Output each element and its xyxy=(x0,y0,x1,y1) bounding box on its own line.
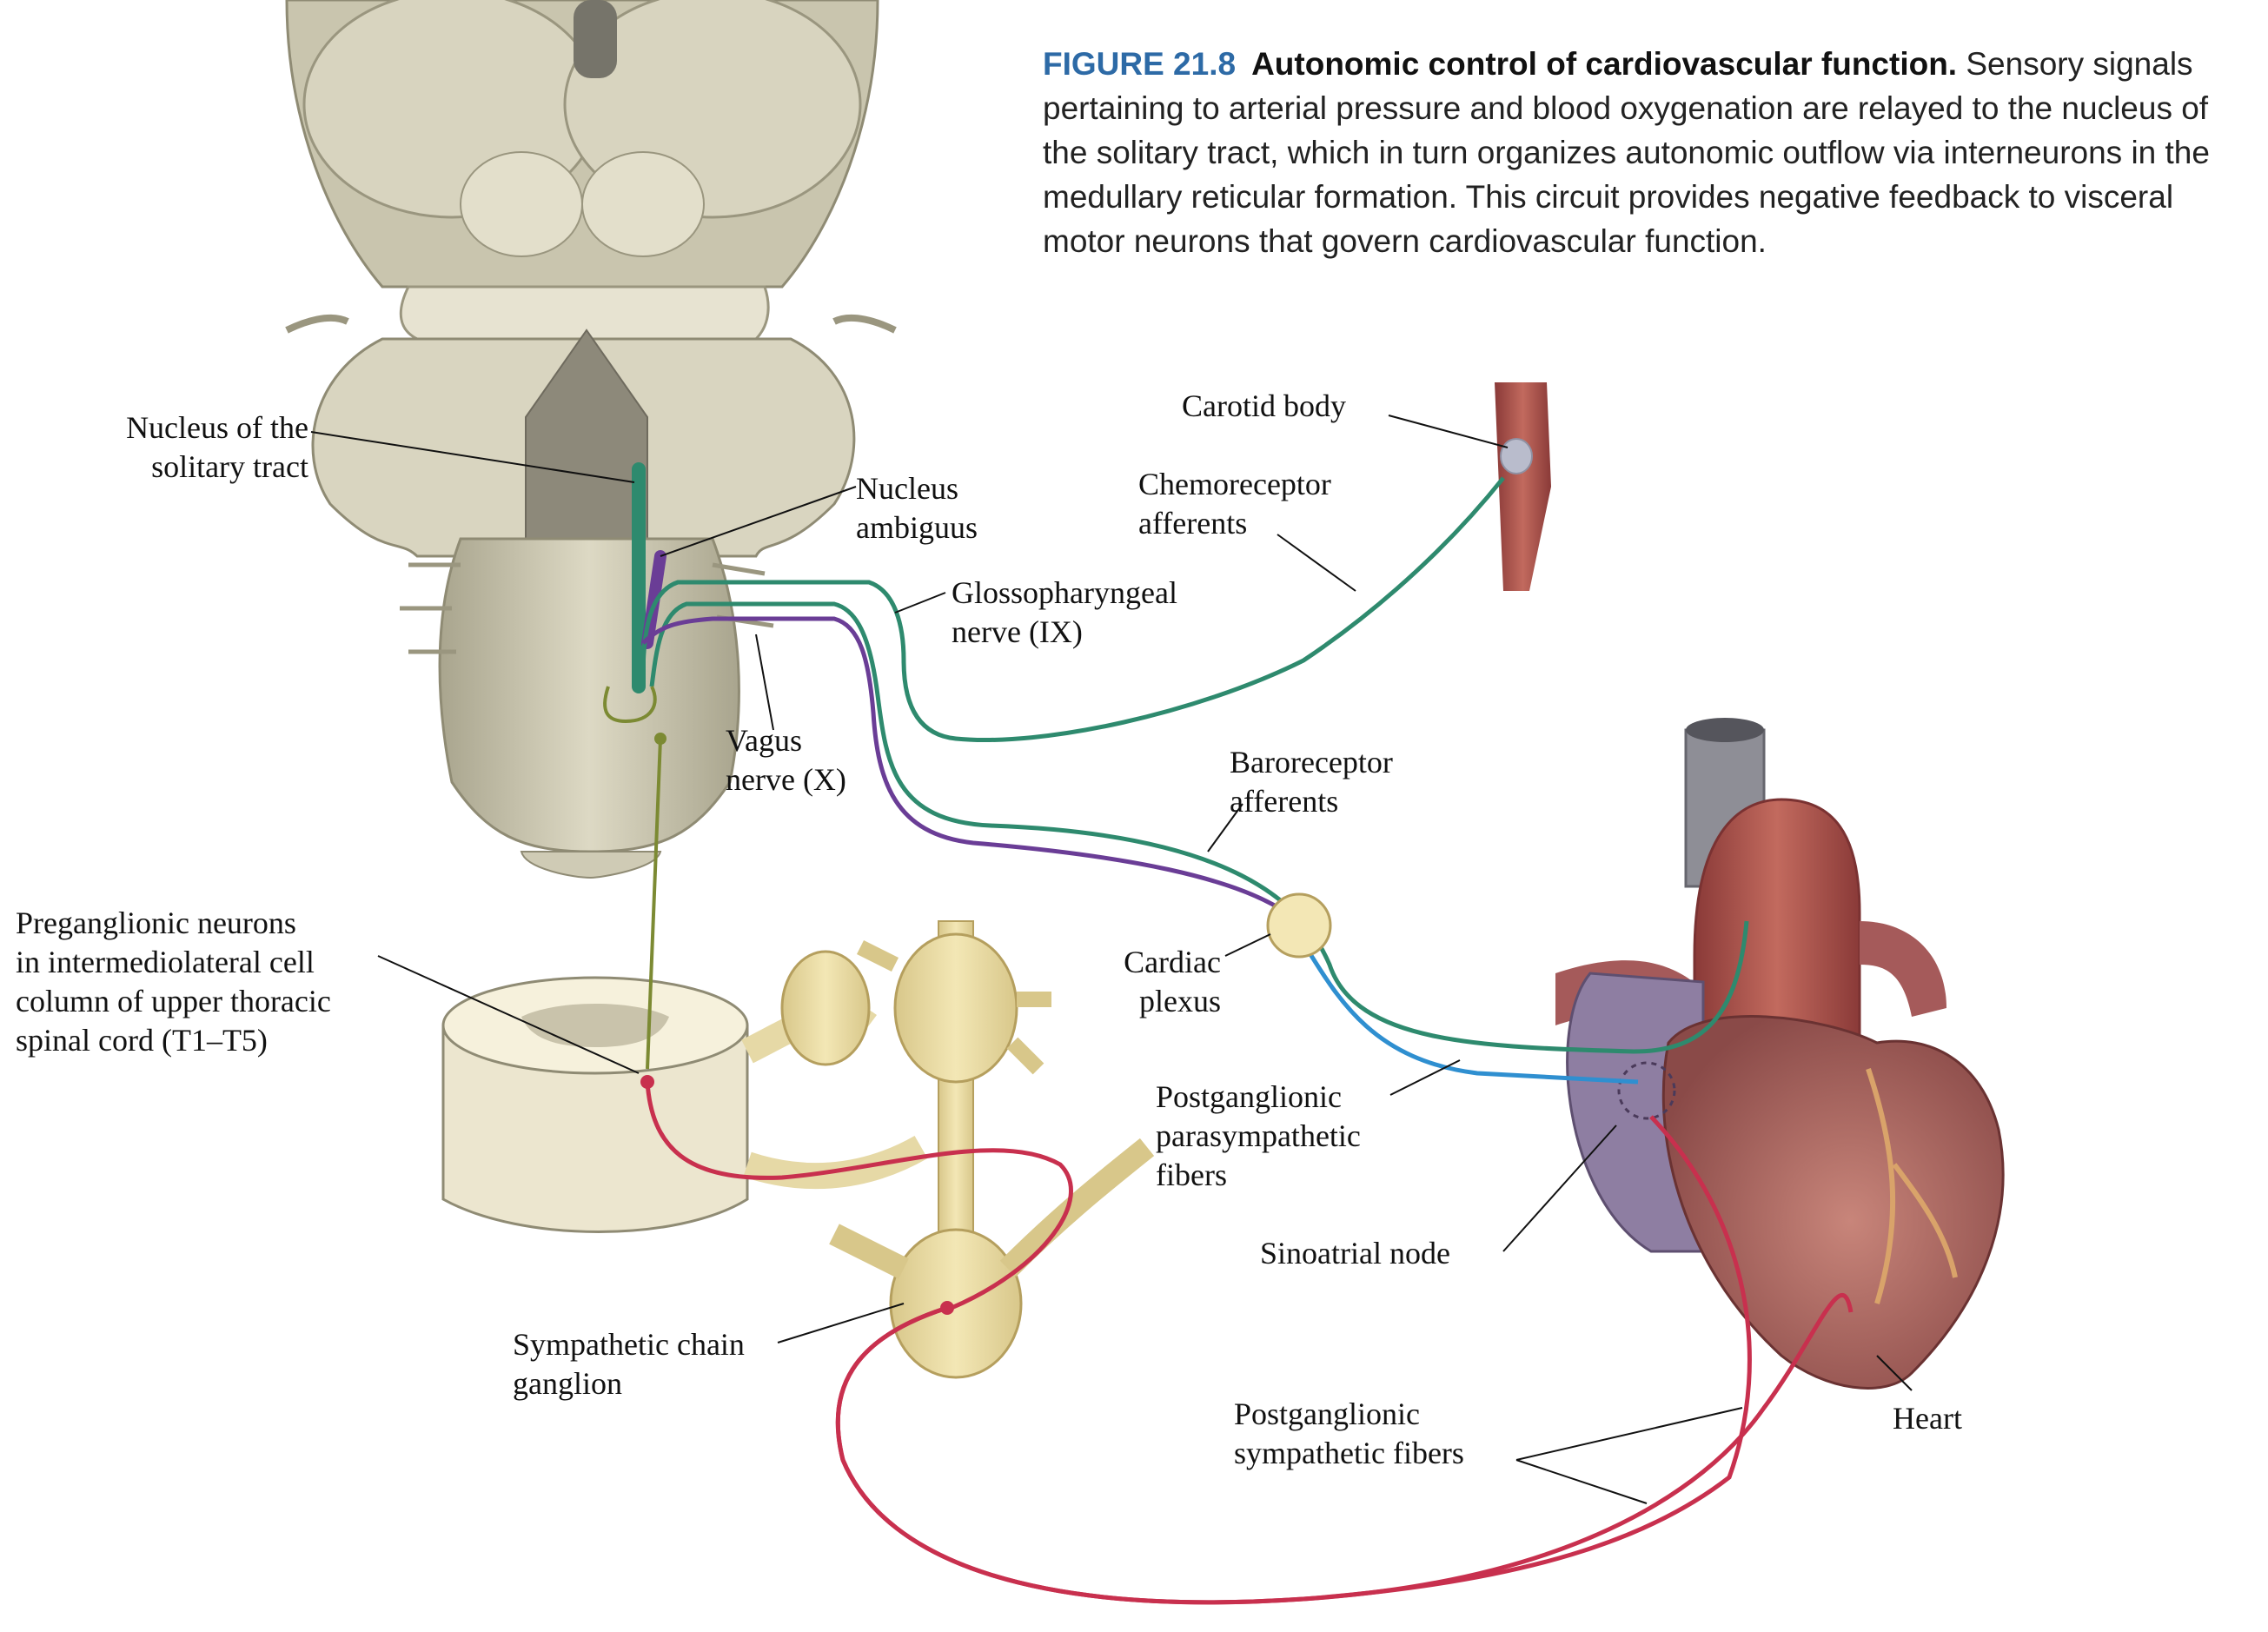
figure-number: FIGURE 21.8 xyxy=(1043,46,1237,82)
cardiac-plexus-ganglion xyxy=(1266,892,1332,959)
label-glossopharyngeal-nerve: Glossopharyngeal nerve (IX) xyxy=(952,575,1177,649)
label-cardiac-plexus: Cardiac plexus xyxy=(1124,945,1221,1018)
figure-caption-body: Sensory signals pertaining to arterial p… xyxy=(1043,46,2210,259)
label-sinoatrial-node: Sinoatrial node xyxy=(1260,1236,1450,1270)
carotid-artery-illustration xyxy=(1495,382,1551,591)
vagal-preganglionic-fiber xyxy=(641,616,1288,915)
sympathetic-postganglionic-fiber-sa-node xyxy=(835,1115,1752,1605)
reticular-interneuron-fiber xyxy=(646,738,662,1070)
figure-title: Autonomic control of cardiovascular func… xyxy=(1251,46,1958,82)
brainstem-illustration xyxy=(285,0,897,879)
label-nucleus-solitary-tract: Nucleus of the solitary tract xyxy=(126,410,308,484)
label-chemoreceptor-afferents: Chemoreceptor afferents xyxy=(1138,467,1331,541)
label-heart: Heart xyxy=(1893,1401,1962,1436)
label-vagus-nerve: Vagus nerve (X) xyxy=(726,723,846,797)
label-nucleus-ambiguus: Nucleus ambiguus xyxy=(856,471,978,545)
label-preganglionic-neurons: Preganglionic neurons in intermediolater… xyxy=(16,906,331,1058)
baroreceptor-afferent-fiber xyxy=(649,601,1749,1054)
sympathetic-preganglionic-fiber xyxy=(645,1081,1073,1310)
label-carotid-body: Carotid body xyxy=(1182,388,1346,423)
parasympathetic-postganglionic-fiber xyxy=(1301,941,1639,1085)
nucleus-ambiguus-mark xyxy=(641,550,666,649)
label-postganglionic-parasympathetic: Postganglionic parasympathetic fibers xyxy=(1156,1079,1361,1192)
leader-lines xyxy=(310,415,1913,1504)
heart-illustration xyxy=(1555,718,2005,1390)
label-baroreceptor-afferents: Baroreceptor afferents xyxy=(1230,745,1393,819)
figure-caption: FIGURE 21.8 Autonomic control of cardiova… xyxy=(1043,42,2242,263)
label-sympathetic-chain-ganglion: Sympathetic chain ganglion xyxy=(513,1327,745,1401)
neural-pathways xyxy=(603,462,1854,1605)
label-postganglionic-sympathetic: Postganglionic sympathetic fibers xyxy=(1234,1396,1464,1470)
chemoreceptor-afferent-fiber xyxy=(640,476,1505,743)
sympathetic-chain-illustration xyxy=(780,920,1155,1379)
